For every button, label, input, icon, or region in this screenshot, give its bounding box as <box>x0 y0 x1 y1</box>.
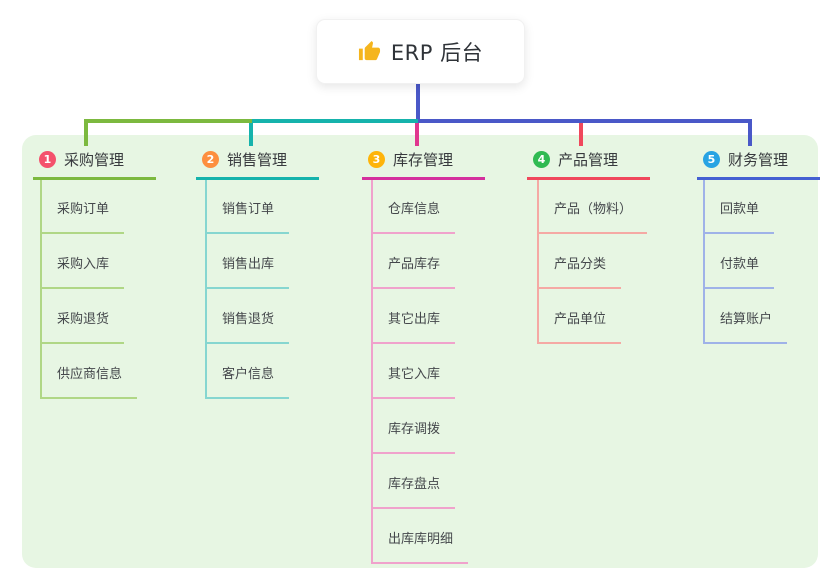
child-node[interactable]: 产品库存 <box>371 255 456 289</box>
child-node[interactable]: 仓库信息 <box>371 200 456 234</box>
branch-header-inventory[interactable]: 3 库存管理 <box>362 149 485 180</box>
child-node[interactable]: 回款单 <box>703 200 775 234</box>
branch-header-product[interactable]: 4 产品管理 <box>527 149 650 180</box>
root-title: ERP 后台 <box>390 40 484 65</box>
child-node[interactable]: 销售退货 <box>205 310 290 344</box>
branch-2-label: 销售管理 <box>227 151 288 169</box>
child-node[interactable]: 产品分类 <box>537 255 622 289</box>
child-node[interactable]: 采购退货 <box>40 310 125 344</box>
bus-line-segment-blue <box>418 119 752 123</box>
branch-3-child-rail <box>371 180 373 564</box>
branches-background-panel <box>22 135 818 568</box>
branch-5-label: 财务管理 <box>728 151 789 169</box>
drop-line-branch-3 <box>415 123 419 146</box>
branch-1-badge: 1 <box>39 151 56 168</box>
branch-2-child-rail <box>205 180 207 399</box>
child-node[interactable]: 库存盘点 <box>371 475 456 509</box>
drop-line-branch-1 <box>84 119 88 146</box>
child-node[interactable]: 采购入库 <box>40 255 125 289</box>
branch-header-sales[interactable]: 2 销售管理 <box>196 149 319 180</box>
child-node[interactable]: 库存调拨 <box>371 420 456 454</box>
child-node[interactable]: 其它出库 <box>371 310 456 344</box>
bus-line-segment-teal <box>252 119 418 123</box>
branch-5-child-rail <box>703 180 705 344</box>
branch-header-purchase[interactable]: 1 采购管理 <box>33 149 156 180</box>
branch-1-label: 采购管理 <box>64 151 125 169</box>
drop-line-branch-5 <box>748 119 752 146</box>
branch-5-badge: 5 <box>703 151 720 168</box>
thumbs-up-icon <box>358 40 380 61</box>
branch-2-badge: 2 <box>202 151 219 168</box>
child-node[interactable]: 产品单位 <box>537 310 622 344</box>
bus-line-segment-green <box>84 119 252 123</box>
root-connector-line <box>416 82 420 120</box>
drop-line-branch-4 <box>579 123 583 146</box>
child-node[interactable]: 采购订单 <box>40 200 125 234</box>
root-node[interactable]: ERP 后台 <box>316 19 525 84</box>
child-node[interactable]: 客户信息 <box>205 365 290 399</box>
branch-4-label: 产品管理 <box>558 151 619 169</box>
drop-line-branch-2 <box>249 123 253 146</box>
child-node[interactable]: 结算账户 <box>703 310 788 344</box>
branch-4-child-rail <box>537 180 539 344</box>
child-node[interactable]: 产品（物料） <box>537 200 648 234</box>
child-node[interactable]: 付款单 <box>703 255 775 289</box>
branch-1-child-rail <box>40 180 42 399</box>
child-node[interactable]: 销售订单 <box>205 200 290 234</box>
child-node[interactable]: 其它入库 <box>371 365 456 399</box>
child-node[interactable]: 出库库明细 <box>371 530 469 564</box>
branch-4-badge: 4 <box>533 151 550 168</box>
branch-header-finance[interactable]: 5 财务管理 <box>697 149 820 180</box>
child-node[interactable]: 供应商信息 <box>40 365 138 399</box>
child-node[interactable]: 销售出库 <box>205 255 290 289</box>
branch-3-badge: 3 <box>368 151 385 168</box>
branch-3-label: 库存管理 <box>393 151 454 169</box>
